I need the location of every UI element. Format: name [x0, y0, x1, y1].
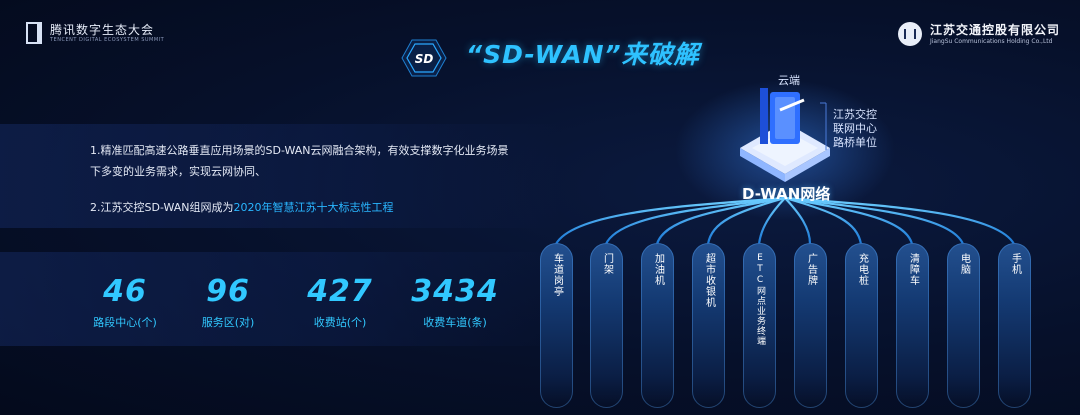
jiangsu-communications-logo-icon [897, 22, 922, 46]
hex-label: SD [415, 52, 434, 66]
stat-label: 服务区(对) [201, 316, 255, 329]
endpoint-label: 广告牌 [805, 253, 817, 286]
corp-logo: 江苏交通控股有限公司 JiangSu Communications Holdin… [897, 22, 1060, 46]
endpoint-label: 加油机 [652, 253, 664, 286]
endpoint-etc-terminal: ETC网点业务终端 [743, 243, 776, 408]
corp-name-en: JiangSu Communications Holding Co.,Ltd [929, 37, 1053, 45]
point-2-text: 2.江苏交控SD-WAN组网成为2020年智慧江苏十大标志性工程 [90, 200, 394, 216]
point-1-text: 1.精准匹配高速公路垂直应用场景的SD-WAN云网融合架构，有效支撑数字化业务场… [90, 144, 509, 178]
endpoint-gantry: 门架 [590, 243, 623, 408]
point-2-highlight: 2020年智慧江苏十大标志性工程 [233, 201, 394, 214]
sd-hexagon-icon: SD [401, 39, 447, 77]
endpoint-fuel-dispenser: 加油机 [641, 243, 674, 408]
cloud-owner-line: 联网中心 [833, 122, 877, 135]
endpoint-cash-register: 超市收银机 [692, 243, 725, 408]
stat-road-centers: 46 路段中心(个) [70, 276, 180, 330]
cloud-owner-label: 江苏交控 联网中心 路桥单位 [833, 108, 877, 150]
stat-service-areas: 96 服务区(对) [173, 276, 283, 330]
brand-logo: 腾讯数字生态大会 TENCENT DIGITAL ECOSYSTEM SUMMI… [26, 22, 164, 44]
cloud-label: 云端 [778, 74, 800, 87]
endpoint-mobile-phone: 手机 [998, 243, 1031, 408]
brand-name-en: TENCENT DIGITAL ECOSYSTEM SUMMIT [50, 36, 165, 43]
network-label: D-WAN网络 [742, 185, 831, 203]
stat-label: 路段中心(个) [93, 316, 157, 329]
endpoint-label: 充电桩 [856, 253, 868, 286]
stat-value: 46 [103, 274, 147, 309]
stat-toll-lanes: 3434 收费车道(条) [400, 276, 510, 330]
stat-value: 427 [307, 274, 373, 309]
connector-lines [555, 196, 1015, 245]
page-title: “SD-WAN”来破解 [466, 40, 700, 69]
endpoint-computer: 电脑 [947, 243, 980, 408]
endpoint-label: 电脑 [958, 253, 970, 275]
endpoint-label: 门架 [601, 253, 613, 275]
stat-value: 3434 [411, 274, 499, 309]
stat-value: 96 [206, 274, 250, 309]
corp-name-cn: 江苏交通控股有限公司 [929, 22, 1060, 37]
point-2-prefix: 2.江苏交控SD-WAN组网成为 [90, 201, 234, 214]
stat-toll-stations: 427 收费站(个) [285, 276, 395, 330]
endpoint-label: 手机 [1009, 253, 1021, 275]
brand-name-cn: 腾讯数字生态大会 [50, 22, 155, 37]
tencent-summit-logo-icon [26, 22, 42, 44]
endpoint-tow-truck: 清障车 [896, 243, 929, 408]
endpoint-billboard: 广告牌 [794, 243, 827, 408]
endpoint-label: 超市收银机 [703, 253, 715, 308]
endpoint-lane-booth: 车道岗亭 [540, 243, 573, 408]
stat-label: 收费站(个) [313, 316, 367, 329]
cloud-owner-line: 江苏交控 [833, 108, 877, 121]
cloud-owner-line: 路桥单位 [833, 136, 877, 149]
endpoint-label: 车道岗亭 [551, 253, 563, 297]
stat-label: 收费车道(条) [423, 316, 487, 329]
endpoint-label: 清障车 [907, 253, 919, 286]
endpoint-label: ETC网点业务终端 [755, 253, 765, 346]
cloud-platform-icon [740, 88, 830, 182]
stats-panel [0, 252, 560, 346]
endpoint-charging-pile: 充电桩 [845, 243, 878, 408]
text-panel [0, 124, 560, 228]
